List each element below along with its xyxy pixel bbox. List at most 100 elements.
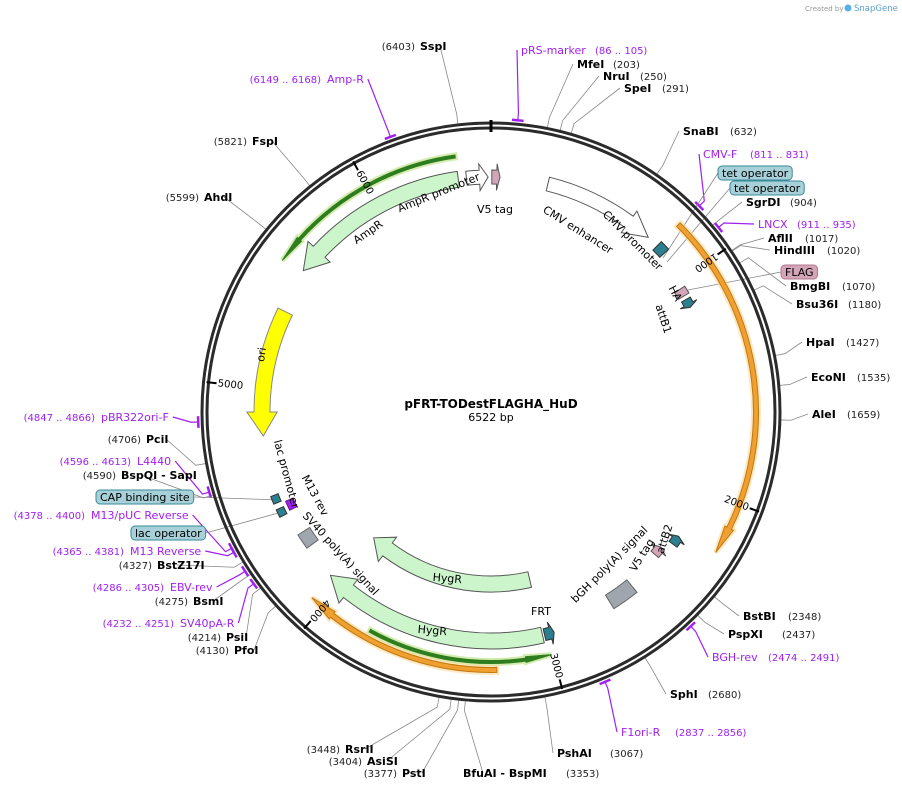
cmv-enhancer-arrow[interactable] xyxy=(545,176,650,239)
primer-marker[interactable] xyxy=(694,200,705,212)
primer-marker[interactable] xyxy=(240,565,250,577)
primer-name[interactable]: L4440 xyxy=(137,455,171,468)
enzyme-position: (632) xyxy=(730,127,757,138)
enzyme-name[interactable]: SspI xyxy=(420,40,446,53)
feature-box-label: lac operator xyxy=(135,527,202,540)
primer-name[interactable]: pBR322ori-F xyxy=(101,411,169,424)
feature-box[interactable] xyxy=(95,489,195,505)
primer-name[interactable]: Amp-R xyxy=(327,73,364,86)
m13-rev-box[interactable] xyxy=(275,505,288,518)
enzyme-name[interactable]: PstI xyxy=(402,767,426,780)
tick-mark xyxy=(303,620,312,630)
tick-mark xyxy=(558,679,564,690)
enzyme-leader-line xyxy=(223,196,267,230)
enzyme-name[interactable]: BsmI xyxy=(193,595,224,608)
enzyme-position: (4214) xyxy=(188,633,221,644)
enzyme-name[interactable]: AhdI xyxy=(204,191,232,204)
feature-box[interactable] xyxy=(130,525,207,541)
attb2-arrow[interactable] xyxy=(668,533,685,548)
primer-marker[interactable] xyxy=(511,118,524,123)
ha-box[interactable] xyxy=(674,285,690,300)
enzyme-name[interactable]: EcoNI xyxy=(811,371,846,384)
enzyme-name[interactable]: SpeI xyxy=(624,82,651,95)
sv40-polya-box[interactable] xyxy=(297,526,319,549)
enzyme-position: (1535) xyxy=(857,373,890,384)
snapgene-credit[interactable]: Created by SnapGene xyxy=(805,4,898,14)
enzyme-name[interactable]: BspQI - SapI xyxy=(121,469,197,482)
bgh-polya-box[interactable] xyxy=(604,579,638,610)
enzyme-position: (3404) xyxy=(329,757,362,768)
enzyme-name[interactable]: AleI xyxy=(812,408,836,421)
snapgene-logo-icon xyxy=(844,4,852,12)
feature-leader-line xyxy=(662,172,719,259)
enzyme-name[interactable]: PsiI xyxy=(226,631,248,644)
primer-name[interactable]: EBV-rev xyxy=(170,581,213,594)
enzyme-name[interactable]: BmgBI xyxy=(790,280,830,293)
tick-label: 5000 xyxy=(217,378,243,392)
primer-name[interactable]: BGH-rev xyxy=(712,651,758,664)
primer-marker[interactable] xyxy=(599,678,611,686)
enzyme-leader-line xyxy=(176,561,244,568)
primer-leader-line xyxy=(237,583,255,624)
lac-promoter-marker[interactable] xyxy=(284,497,298,511)
hygr-arrow-lower[interactable] xyxy=(329,574,545,650)
primer-name[interactable]: pRS-marker xyxy=(521,44,586,57)
enzyme-name[interactable]: MfeI xyxy=(577,58,604,71)
enzyme-name[interactable]: PshAI xyxy=(557,747,592,760)
enzyme-name[interactable]: FspI xyxy=(252,135,278,148)
primer-marker[interactable] xyxy=(384,133,397,141)
enzyme-name[interactable]: PciI xyxy=(146,433,168,446)
enzyme-name[interactable]: PspXI xyxy=(728,628,763,641)
feature-box-label: tet operator xyxy=(734,182,801,195)
feature-box-label: FLAG xyxy=(785,266,814,279)
enzyme-name[interactable]: RsrII xyxy=(345,743,374,756)
attb1-arrow[interactable] xyxy=(679,296,698,310)
primer-name[interactable]: M13/pUC Reverse xyxy=(91,509,189,522)
enzyme-leader-line xyxy=(731,237,765,251)
primer-marker[interactable] xyxy=(229,546,238,559)
orange-orf-arrow-2[interactable] xyxy=(311,597,498,673)
primer-marker[interactable] xyxy=(249,578,259,590)
enzyme-position: (3067) xyxy=(610,749,643,760)
primer-marker[interactable] xyxy=(685,621,696,632)
ori-arrow[interactable] xyxy=(245,307,294,437)
enzyme-name[interactable]: HpaI xyxy=(806,336,835,349)
feature-box[interactable] xyxy=(729,180,805,196)
cmv-promoter-box[interactable] xyxy=(652,240,670,259)
primer-name[interactable]: M13 Reverse xyxy=(130,545,201,558)
enzyme-name[interactable]: Bsu36I xyxy=(796,298,838,311)
enzyme-name[interactable]: BfuAI - BspMI xyxy=(463,767,547,780)
primer-name[interactable]: SV40pA-R xyxy=(180,617,235,630)
enzyme-name[interactable]: AsiSI xyxy=(367,755,398,768)
primer-name[interactable]: F1ori-R xyxy=(621,726,661,739)
v5-tag-arrow-1[interactable] xyxy=(491,163,501,191)
enzyme-name[interactable]: SphI xyxy=(670,688,698,701)
ampr-promoter-arrow[interactable] xyxy=(465,162,489,193)
primer-name[interactable]: CMV-F xyxy=(703,148,737,161)
lac-operator-box[interactable] xyxy=(270,493,282,505)
enzyme-leader-line xyxy=(697,615,725,635)
enzyme-name[interactable]: BstBI xyxy=(743,610,776,623)
hygr-underline-arrow[interactable] xyxy=(368,628,552,665)
ampr-arrow[interactable] xyxy=(302,170,460,272)
feature-box[interactable] xyxy=(780,264,819,280)
feature-label: HygR xyxy=(432,571,463,587)
hygr-arrow-upper[interactable] xyxy=(373,536,533,593)
enzyme-name[interactable]: HindIII xyxy=(774,244,815,257)
primer-marker[interactable] xyxy=(206,486,213,499)
feature-box[interactable] xyxy=(717,165,793,181)
enzyme-name[interactable]: AflII xyxy=(768,232,793,245)
enzyme-name[interactable]: PfoI xyxy=(234,644,259,657)
primer-marker[interactable] xyxy=(713,222,724,233)
enzyme-name[interactable]: BstZ17I xyxy=(157,559,205,572)
enzyme-position: (203) xyxy=(613,60,640,71)
v5-tag-arrow-2[interactable] xyxy=(650,543,667,559)
enzyme-name[interactable]: SgrDI xyxy=(746,196,780,209)
enzyme-name[interactable]: SnaBI xyxy=(683,125,719,138)
ampr-underline-arrow[interactable] xyxy=(281,154,456,261)
enzyme-name[interactable]: NruI xyxy=(603,70,630,83)
orange-orf-arrow-1[interactable] xyxy=(675,222,760,553)
frt-arrow[interactable] xyxy=(542,621,555,645)
enzyme-leader-line xyxy=(739,257,787,287)
primer-name[interactable]: LNCX xyxy=(758,218,788,231)
